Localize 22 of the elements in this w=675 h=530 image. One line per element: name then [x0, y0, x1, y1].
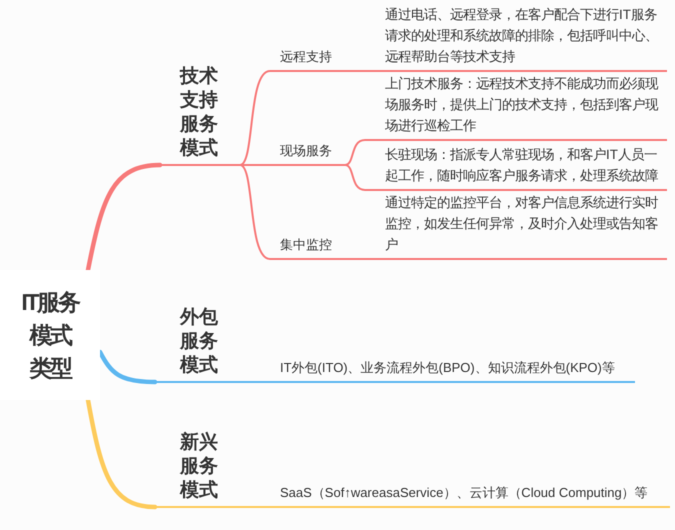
- branch-line: [254, 506, 276, 508]
- subtopic-label: 现场服务: [270, 138, 345, 166]
- description-text: 通过电话、远程登录，在客户配合下进行IT服务请求的处理和系统故障的排除，包括呼叫中心、远程帮助台等技术支持: [365, 6, 667, 72]
- branch-line: [86, 162, 162, 272]
- branch-line: [254, 381, 276, 383]
- description-text: 长驻现场：指派专人常驻现场，和客户IT人员一起工作，随时响应客户服务请求，处理系统故障: [365, 144, 667, 191]
- subtopic-label: 集中监控: [270, 232, 345, 260]
- description-text: SaaS（Sof↑wareasaService）、云计算（Cloud Computing）等: [275, 483, 670, 508]
- branch-label: 技术支持服务模式: [160, 50, 240, 166]
- description-text: 通过特定的监控平台，对客户信息系统进行实时监控，如发生任何异常，及时介入处理或告知客户: [365, 196, 667, 260]
- branch-line: [344, 70, 366, 72]
- branch-label: 新兴服务模式: [155, 421, 255, 508]
- description-text: IT外包(ITO)、业务流程外包(BPO)、知识流程外包(KPO)等: [275, 358, 635, 383]
- branch-line: [239, 70, 271, 166]
- branch-line: [86, 398, 158, 510]
- branch-label: 外包服务模式: [155, 296, 255, 383]
- branch-line: [239, 164, 271, 260]
- branch-line: [344, 258, 366, 260]
- branch-line: [344, 139, 366, 166]
- branch-line: [344, 164, 366, 191]
- description-text: 上门技术服务：远程技术支持不能成功而必须现场服务时，提供上门的技术支持，包括到客户现场进行巡检工作: [365, 76, 667, 141]
- subtopic-label: 远程支持: [270, 44, 345, 72]
